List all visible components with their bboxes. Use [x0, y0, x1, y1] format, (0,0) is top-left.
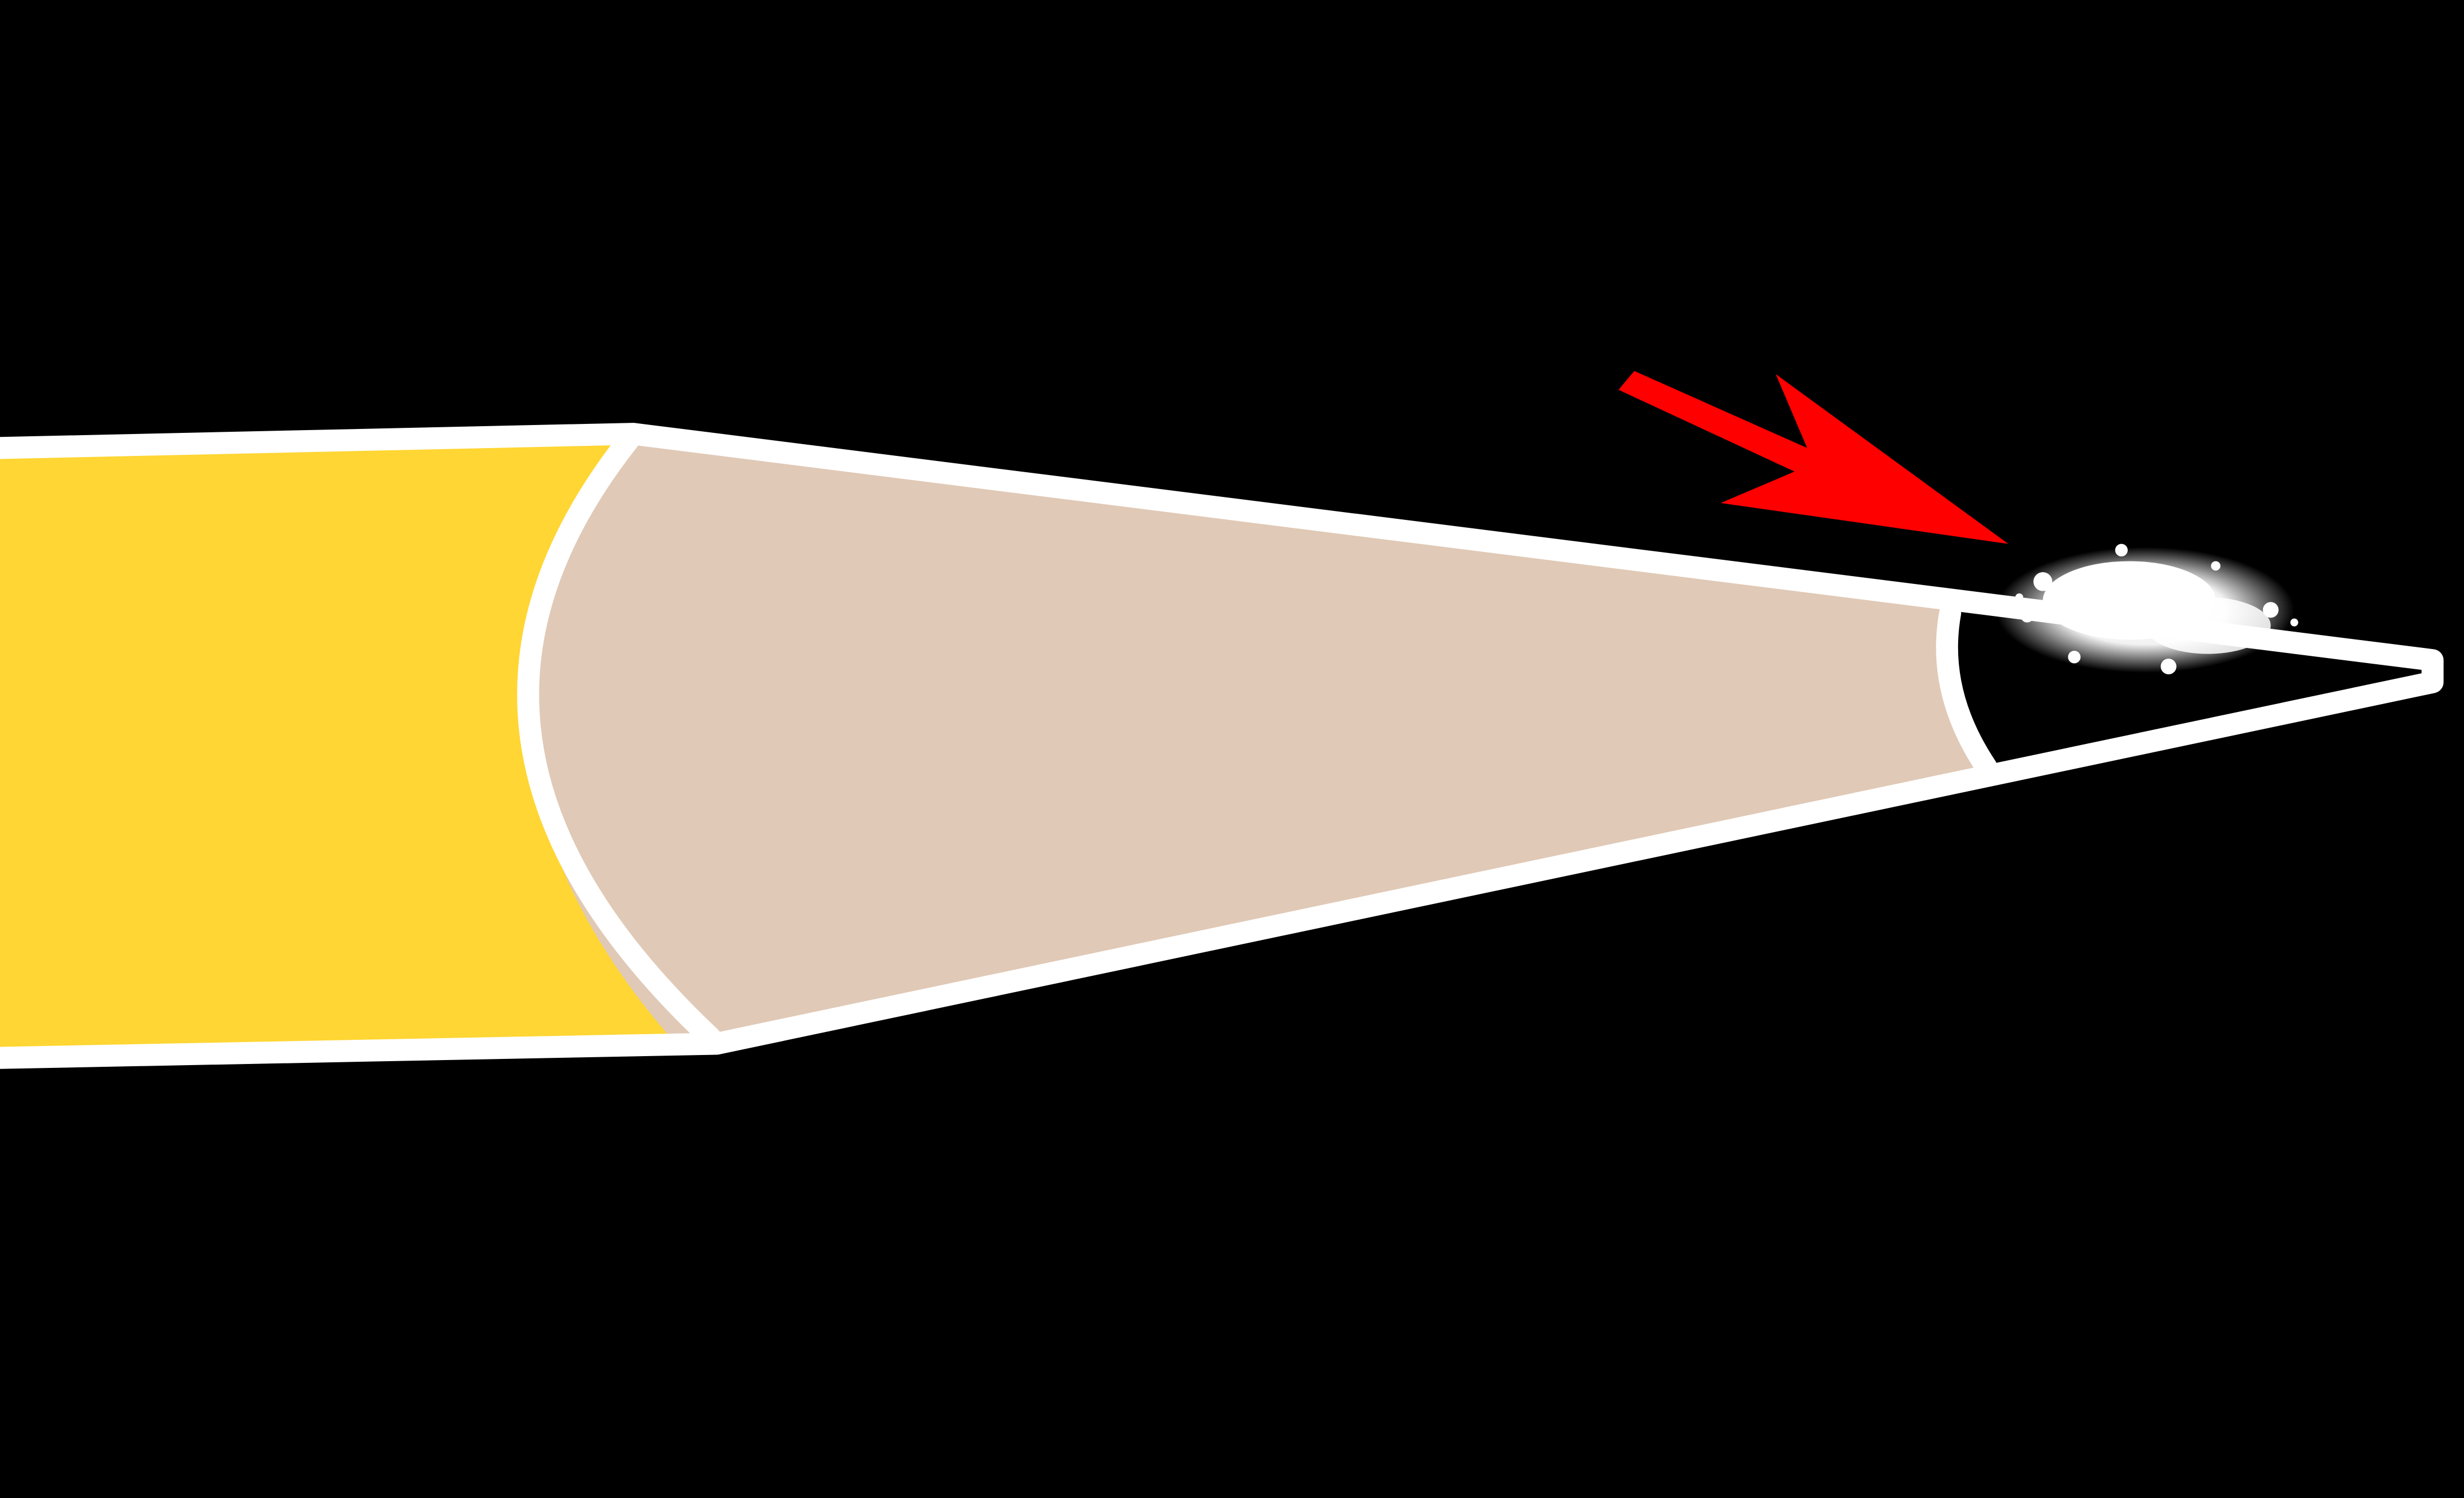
arrow-icon	[1619, 371, 2009, 544]
pencil-outline	[0, 423, 2444, 1069]
pencil-body	[0, 435, 676, 1058]
pencil-wood	[529, 435, 1988, 1044]
sparkle-icon	[1995, 544, 2298, 675]
